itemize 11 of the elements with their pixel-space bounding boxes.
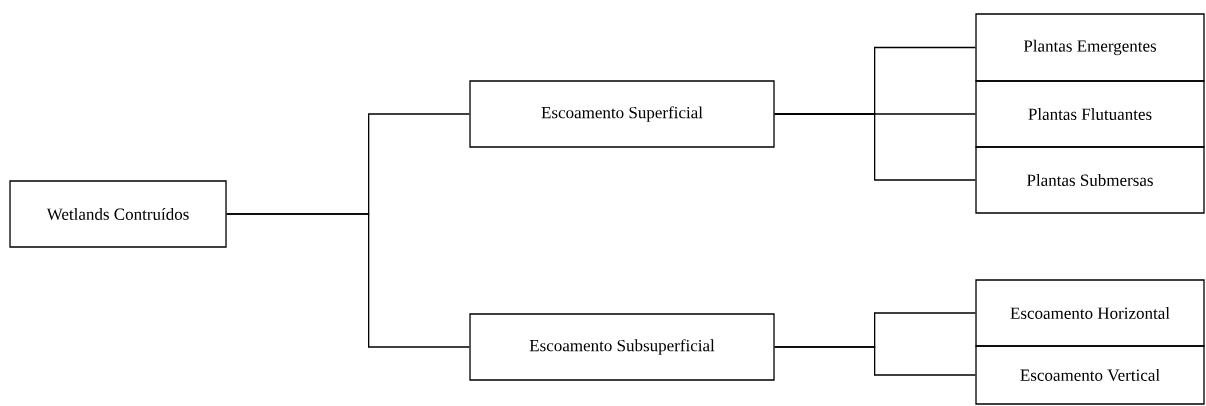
connector-line [774, 346, 976, 376]
connector-line [774, 113, 976, 181]
process-box: Escoamento Subsuperficial [469, 313, 775, 381]
process-box: Escoamento Vertical [975, 345, 1205, 405]
process-box: Plantas Flutuantes [975, 80, 1205, 148]
process-box: Wetlands Contruídos [9, 180, 227, 248]
process-box: Escoamento Superficial [469, 80, 775, 148]
process-box: Escoamento Horizontal [975, 279, 1205, 347]
process-box: Plantas Submersas [975, 146, 1205, 214]
connector-line [226, 213, 470, 348]
process-box: Plantas Emergentes [975, 13, 1205, 82]
